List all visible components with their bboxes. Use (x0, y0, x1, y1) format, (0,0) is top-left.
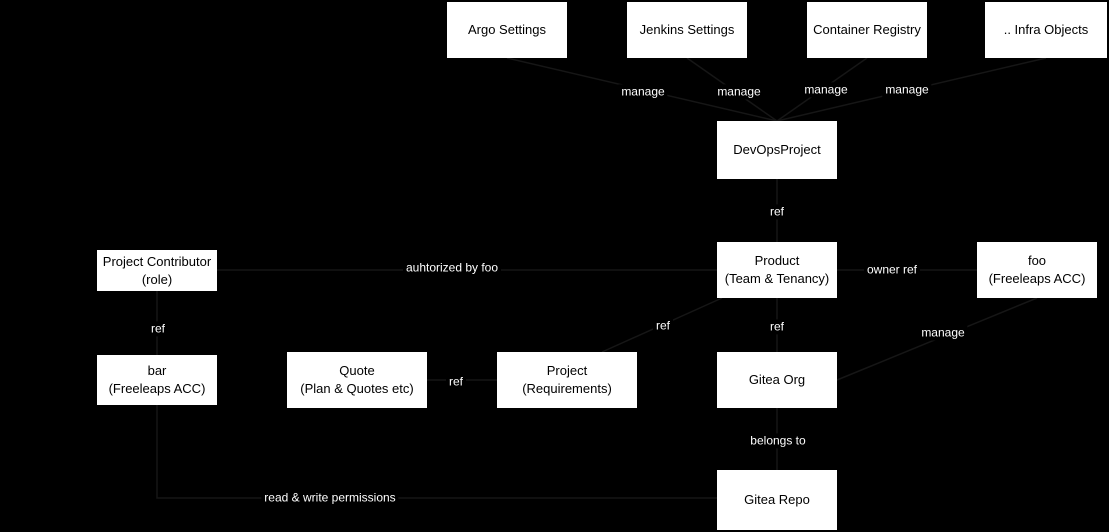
node-label: Gitea Repo (744, 492, 810, 508)
node-sublabel: (Freeleaps ACC) (988, 271, 1086, 286)
node-sublabel: (role) (141, 271, 173, 287)
node-sublabel: (Requirements) (522, 381, 612, 396)
edge-label-read-write-permissions: read & write permissions (261, 490, 399, 506)
node-project-contributor: Project Contributor (role) (97, 250, 217, 291)
node-label: Quote (339, 363, 375, 379)
node-label: foo (1027, 253, 1047, 269)
node-label: Project Contributor (102, 253, 212, 269)
edge-label-ref-contributor-bar: ref (147, 321, 169, 337)
node-quote: Quote (Plan & Quotes etc) (287, 352, 427, 408)
node-label: Project (546, 363, 588, 379)
edge-label-ref-quote-project: ref (445, 374, 467, 390)
node-label: DevOpsProject (733, 142, 821, 158)
node-infra-objects: .. Infra Objects (985, 2, 1107, 58)
node-label: Argo Settings (467, 22, 547, 38)
edge-label-ref-devops-product: ref (766, 204, 788, 220)
edge-label-belongs-to: belongs to (747, 433, 809, 449)
node-product: Product (Team & Tenancy) (717, 242, 837, 298)
edge-label-ref-product-org: ref (766, 319, 788, 335)
edge-label-ref-project-product: ref (652, 318, 674, 334)
node-bar-account: bar (Freeleaps ACC) (97, 355, 217, 405)
node-gitea-repo: Gitea Repo (717, 470, 837, 530)
node-jenkins-settings: Jenkins Settings (627, 2, 747, 58)
node-project: Project (Requirements) (497, 352, 637, 408)
node-foo-account: foo (Freeleaps ACC) (977, 242, 1097, 298)
edge-label-manage-registry: manage (801, 82, 851, 98)
edge-label-manage-jenkins: manage (714, 84, 764, 100)
node-label: Jenkins Settings (639, 22, 735, 38)
node-container-registry: Container Registry (807, 2, 927, 58)
node-sublabel: (Freeleaps ACC) (108, 381, 206, 396)
node-devops-project: DevOpsProject (717, 121, 837, 179)
edge-label-authorized-by-foo: auhtorized by foo (402, 260, 502, 276)
node-label: Product (754, 253, 800, 269)
edge-label-manage-argo: manage (618, 84, 668, 100)
node-sublabel: (Team & Tenancy) (724, 271, 830, 286)
edge-label-manage-infra: manage (882, 82, 932, 98)
edge-label-owner-ref: owner ref (863, 262, 921, 278)
node-gitea-org: Gitea Org (717, 352, 837, 408)
node-argo-settings: Argo Settings (447, 2, 567, 58)
node-label: bar (147, 363, 167, 379)
edge-bar-gitearepo (156, 405, 717, 499)
edge-label-manage-foo-org: manage (918, 325, 968, 341)
node-label: Container Registry (813, 22, 921, 38)
node-label: Gitea Org (748, 372, 806, 388)
node-label: .. Infra Objects (1003, 22, 1089, 38)
node-sublabel: (Plan & Quotes etc) (300, 381, 414, 396)
